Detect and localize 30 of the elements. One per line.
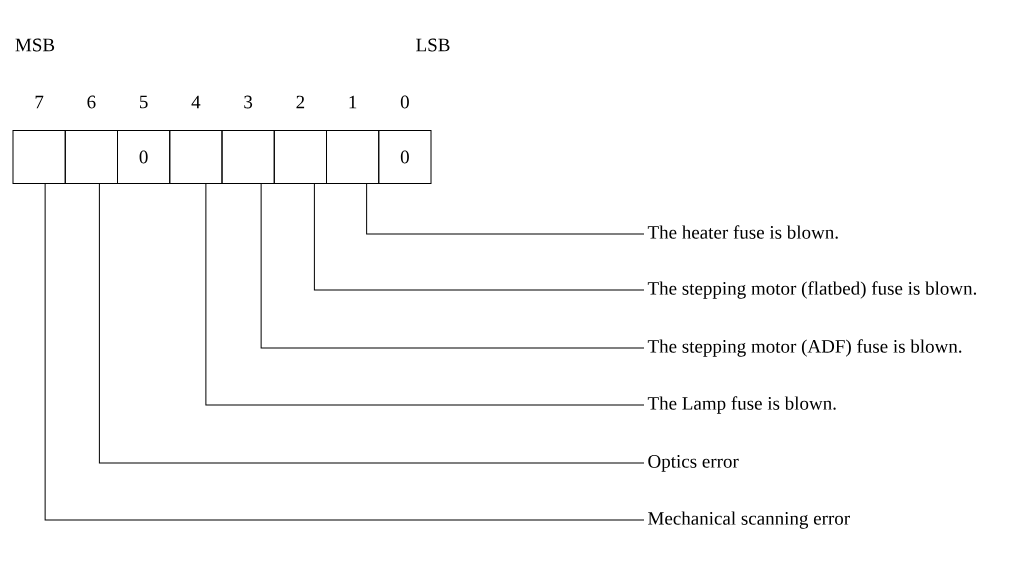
description-text: Mechanical scanning error bbox=[648, 511, 850, 529]
description-text: The heater fuse is blown. bbox=[647, 225, 838, 239]
leader-line bbox=[98, 183, 645, 464]
bit-number: 2 bbox=[296, 95, 305, 109]
bit-cell bbox=[64, 130, 118, 184]
bit-cell: 0 bbox=[117, 130, 171, 184]
bit-order-label: LSB bbox=[416, 38, 450, 52]
bit-number: 3 bbox=[244, 95, 253, 109]
bit-cell bbox=[221, 130, 275, 184]
bit-number: 6 bbox=[87, 95, 96, 109]
bit-cell bbox=[169, 130, 223, 184]
description-text: Optics error bbox=[648, 455, 739, 472]
bit-number: 7 bbox=[35, 95, 44, 109]
bit-order-label: MSB bbox=[15, 38, 55, 52]
leader-line bbox=[260, 183, 645, 349]
leader-line bbox=[44, 183, 645, 521]
bit-cell: 0 bbox=[378, 130, 432, 184]
bit-number: 1 bbox=[349, 95, 357, 109]
leader-line bbox=[366, 183, 645, 235]
bit-number: 4 bbox=[191, 95, 201, 109]
bit-cell bbox=[273, 130, 327, 184]
bit-cell bbox=[326, 130, 380, 184]
bit-number: 0 bbox=[400, 95, 409, 109]
leader-line bbox=[205, 183, 645, 406]
description-text: The stepping motor (ADF) fuse is blown. bbox=[647, 339, 962, 357]
bit-number: 5 bbox=[139, 95, 148, 109]
bit-cell bbox=[12, 130, 66, 184]
description-text: The stepping motor (flatbed) fuse is blown. bbox=[647, 281, 977, 299]
description-text: The Lamp fuse is blown. bbox=[647, 396, 836, 414]
leader-line bbox=[313, 183, 645, 291]
